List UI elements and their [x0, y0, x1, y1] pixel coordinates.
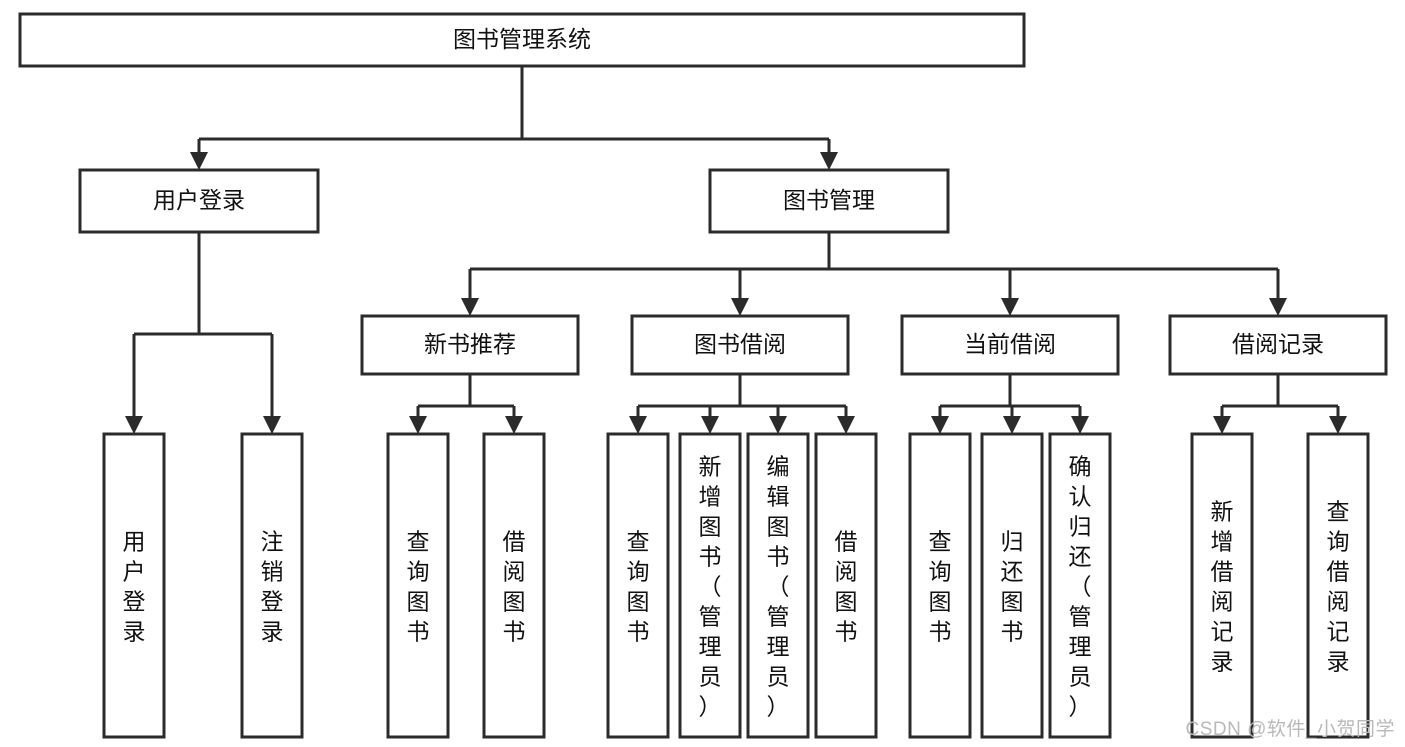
node-box [900, 314, 1120, 376]
node-box [708, 168, 950, 234]
node-label: 新书推荐 [424, 331, 516, 357]
node-label: 编辑图书（管理员） [767, 454, 790, 720]
node-leaf-user-login[interactable]: 用户登录 [102, 432, 166, 739]
node-label: 当前借阅 [964, 331, 1056, 357]
arrow-head-icon [731, 298, 749, 316]
node-label: 查询图书 [627, 529, 650, 645]
node-label: 借阅记录 [1232, 331, 1324, 357]
node-current-borrow[interactable]: 当前借阅 [900, 314, 1120, 376]
node-leaf-query-book-3[interactable]: 查询图书 [908, 432, 972, 739]
node-borrow-record[interactable]: 借阅记录 [1168, 314, 1388, 376]
node-label: 新增图书（管理员） [699, 454, 722, 720]
node-label: 用户登录 [123, 529, 146, 645]
arrow-head-icon [1213, 416, 1231, 434]
node-box [18, 12, 1026, 68]
node-box [630, 314, 850, 376]
node-box [678, 432, 742, 739]
node-label: 借阅图书 [835, 529, 858, 645]
arrow-head-icon [701, 416, 719, 434]
arrow-head-icon [505, 416, 523, 434]
node-label: 图书管理系统 [453, 26, 591, 52]
arrow-head-icon [769, 416, 787, 434]
node-book-borrow[interactable]: 图书借阅 [630, 314, 850, 376]
connector-layer [125, 66, 1347, 434]
node-box [1190, 432, 1254, 739]
node-box [482, 432, 546, 739]
node-box [102, 432, 166, 739]
node-leaf-confirm-return-admin[interactable]: 确认归还（管理员） [1048, 432, 1112, 739]
node-box [78, 168, 320, 234]
arrow-head-icon [409, 416, 427, 434]
arrow-head-icon [125, 416, 143, 434]
node-label: 用户登录 [153, 187, 245, 213]
arrow-head-icon [1071, 416, 1089, 434]
node-root[interactable]: 图书管理系统 [18, 12, 1026, 68]
arrow-head-icon [837, 416, 855, 434]
node-box [386, 432, 450, 739]
node-label: 归还图书 [1001, 529, 1024, 645]
node-leaf-add-book-admin[interactable]: 新增图书（管理员） [678, 432, 742, 739]
node-book-management[interactable]: 图书管理 [708, 168, 950, 234]
node-label: 注销登录 [261, 529, 284, 645]
node-box [1306, 432, 1370, 739]
node-box [1168, 314, 1388, 376]
node-box [360, 314, 580, 376]
arrow-head-icon [820, 152, 838, 170]
node-label: 查询图书 [929, 529, 952, 645]
node-label: 查询图书 [407, 529, 430, 645]
node-layer: 图书管理系统用户登录图书管理新书推荐图书借阅当前借阅借阅记录用户登录注销登录查询… [18, 12, 1388, 739]
arrow-head-icon [1001, 298, 1019, 316]
arrow-head-icon [1329, 416, 1347, 434]
arrow-head-icon [629, 416, 647, 434]
node-user-login[interactable]: 用户登录 [78, 168, 320, 234]
node-box [908, 432, 972, 739]
node-leaf-query-borrow-record[interactable]: 查询借阅记录 [1306, 432, 1370, 739]
node-box [814, 432, 878, 739]
arrow-head-icon [190, 152, 208, 170]
node-leaf-query-book-2[interactable]: 查询图书 [606, 432, 670, 739]
node-box [1048, 432, 1112, 739]
arrow-head-icon [1269, 298, 1287, 316]
node-leaf-borrow-book-1[interactable]: 借阅图书 [482, 432, 546, 739]
node-box [980, 432, 1044, 739]
node-box [606, 432, 670, 739]
node-new-book-recommend[interactable]: 新书推荐 [360, 314, 580, 376]
arrow-head-icon [263, 416, 281, 434]
node-label: 新增借阅记录 [1211, 499, 1234, 675]
node-label: 借阅图书 [503, 529, 526, 645]
arrow-head-icon [1003, 416, 1021, 434]
node-label: 图书管理 [783, 187, 875, 213]
node-leaf-query-book-1[interactable]: 查询图书 [386, 432, 450, 739]
node-leaf-add-borrow-record[interactable]: 新增借阅记录 [1190, 432, 1254, 739]
node-leaf-logout-login[interactable]: 注销登录 [240, 432, 304, 739]
node-leaf-borrow-book-2[interactable]: 借阅图书 [814, 432, 878, 739]
node-label: 查询借阅记录 [1327, 499, 1350, 675]
node-leaf-return-book[interactable]: 归还图书 [980, 432, 1044, 739]
node-label: 确认归还（管理员） [1069, 454, 1092, 720]
node-box [240, 432, 304, 739]
node-label: 图书借阅 [694, 331, 786, 357]
arrow-head-icon [931, 416, 949, 434]
node-leaf-edit-book-admin[interactable]: 编辑图书（管理员） [746, 432, 810, 739]
node-box [746, 432, 810, 739]
arrow-head-icon [461, 298, 479, 316]
